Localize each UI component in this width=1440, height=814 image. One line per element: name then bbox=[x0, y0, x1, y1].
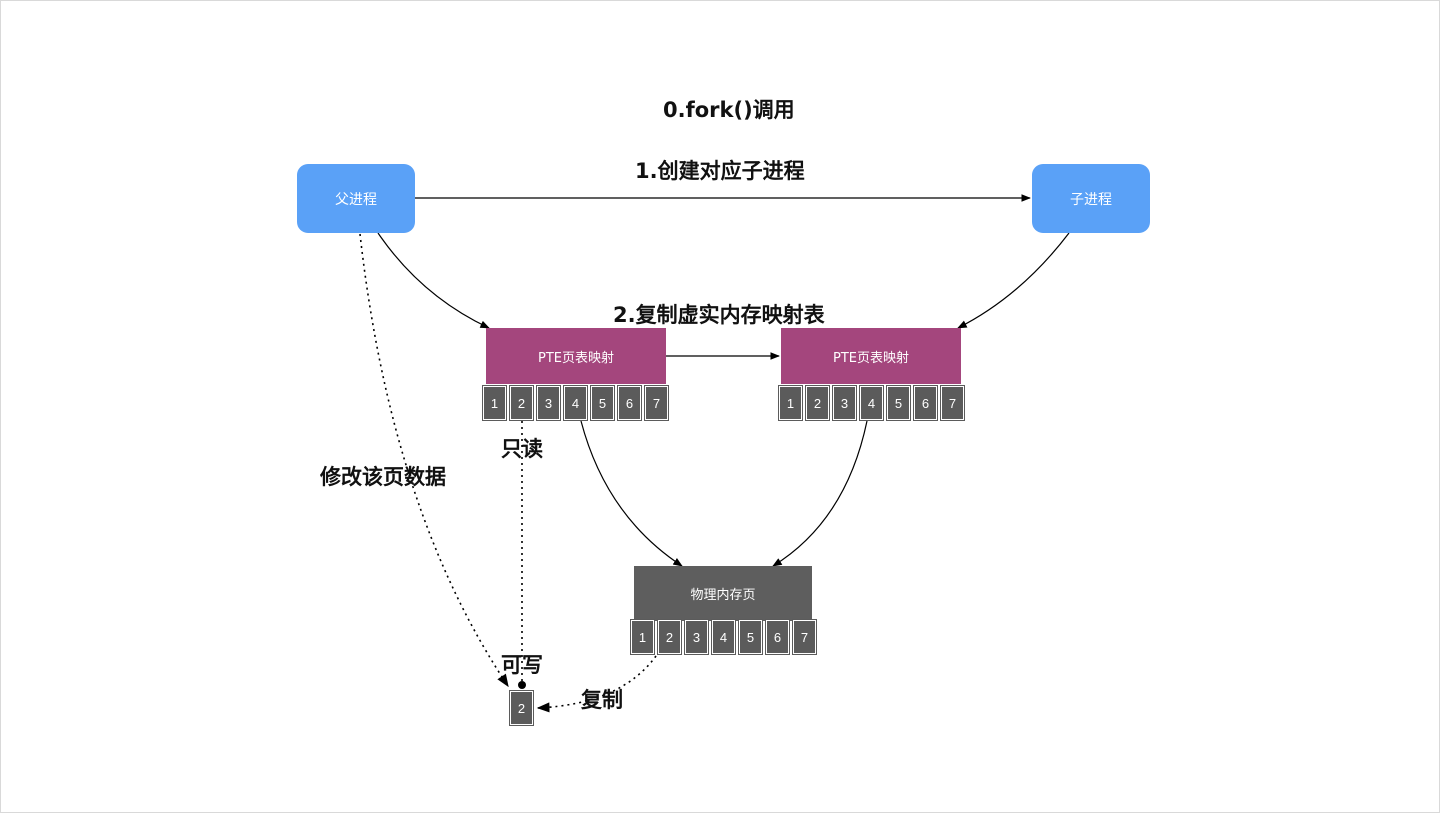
node-parent-process: 父进程 bbox=[297, 164, 415, 233]
arrow-parent-to-pte bbox=[377, 232, 490, 329]
label-copy-table: 2.复制虚实内存映射表 bbox=[613, 303, 825, 327]
label-copy: 复制 bbox=[581, 688, 623, 712]
pte-parent-cell: 2 bbox=[509, 385, 534, 421]
node-child-process: 子进程 bbox=[1032, 164, 1150, 233]
physical-cell: 6 bbox=[765, 619, 790, 655]
physical-cell: 7 bbox=[792, 619, 817, 655]
pte-child-cell: 6 bbox=[913, 385, 938, 421]
label-create-child: 1.创建对应子进程 bbox=[635, 159, 805, 183]
physical-cell: 2 bbox=[657, 619, 682, 655]
pte-child-cell: 7 bbox=[940, 385, 965, 421]
node-physical-memory: 物理内存页 bbox=[634, 566, 812, 621]
arrow-child-to-pte bbox=[957, 232, 1070, 329]
node-pte-child: PTE页表映射 bbox=[781, 328, 961, 384]
pte-child-cell: 5 bbox=[886, 385, 911, 421]
pte-parent-cell: 1 bbox=[482, 385, 507, 421]
arrow-modify-page bbox=[359, 233, 509, 688]
pte-child-cell: 4 bbox=[859, 385, 884, 421]
label-writable: 可写 bbox=[501, 653, 543, 677]
pte-parent-cells: 1 2 3 4 5 6 7 bbox=[482, 385, 669, 421]
copied-page-cell: 2 bbox=[509, 690, 534, 726]
node-pte-parent: PTE页表映射 bbox=[486, 328, 666, 384]
diagram-title: 0.fork()调用 bbox=[663, 98, 795, 122]
arrow-pte-parent-to-physical bbox=[580, 420, 683, 567]
arrow-pte-child-to-physical bbox=[772, 420, 868, 567]
pte-parent-cell: 5 bbox=[590, 385, 615, 421]
pte-child-cell: 2 bbox=[805, 385, 830, 421]
physical-cell: 4 bbox=[711, 619, 736, 655]
label-readonly: 只读 bbox=[501, 437, 543, 461]
pte-child-cells: 1 2 3 4 5 6 7 bbox=[778, 385, 965, 421]
label-modify: 修改该页数据 bbox=[320, 465, 446, 489]
pte-parent-cell: 3 bbox=[536, 385, 561, 421]
physical-cells: 1 2 3 4 5 6 7 bbox=[630, 619, 817, 655]
physical-cell: 5 bbox=[738, 619, 763, 655]
pte-parent-cell: 7 bbox=[644, 385, 669, 421]
physical-cell: 3 bbox=[684, 619, 709, 655]
pte-child-cell: 3 bbox=[832, 385, 857, 421]
pte-child-cell: 1 bbox=[778, 385, 803, 421]
pte-parent-cell: 6 bbox=[617, 385, 642, 421]
pte-parent-cell: 4 bbox=[563, 385, 588, 421]
arrow-copy-page bbox=[536, 655, 657, 713]
physical-cell: 1 bbox=[630, 619, 655, 655]
writable-dot bbox=[518, 681, 526, 689]
